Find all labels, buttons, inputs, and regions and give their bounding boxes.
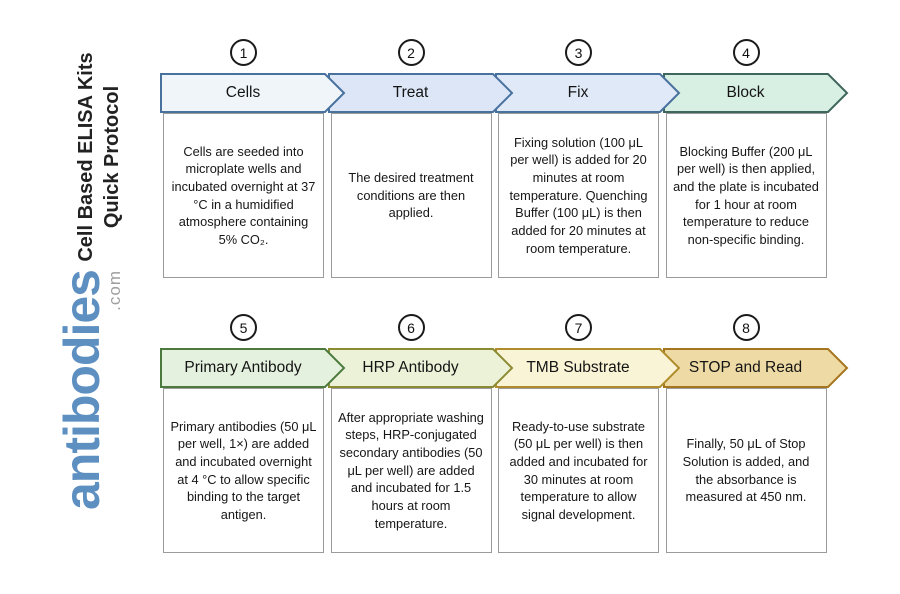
step-header-arrow: Block (662, 73, 849, 113)
step-description-box: Cells are seeded into microplate wells a… (163, 113, 324, 278)
step-number-badge: 3 (565, 39, 592, 66)
step-number: 2 (407, 44, 415, 61)
step-description-box: Finally, 50 μL of Stop Solution is added… (665, 388, 827, 553)
step-number: 1 (239, 44, 248, 61)
step-description-box: The desired treatment conditions are the… (330, 113, 492, 278)
step-number: 3 (574, 44, 583, 61)
protocol-step: 1 Cells Cells are seeded into microplate… (160, 39, 346, 279)
step-header-arrow: Cells (160, 73, 346, 113)
protocol-step: 3 Fix Fixing solution (100 μL per well) … (495, 39, 681, 279)
step-label: STOP and Read (688, 359, 803, 376)
step-header-arrow: Fix (495, 73, 681, 113)
step-header-arrow: STOP and Read (662, 348, 849, 388)
step-header-arrow: HRP Antibody (327, 348, 514, 388)
step-number-badge: 6 (397, 314, 425, 341)
arrow-shape-icon (160, 73, 346, 113)
step-description: Primary antibodies (50 μL per well, 1×) … (170, 418, 317, 522)
step-number-badge: 4 (732, 39, 760, 66)
step-number-badge: 7 (565, 314, 592, 341)
page-title-line1: Cell Based ELISA Kits (75, 52, 97, 262)
protocol-step: 6 HRP Antibody After appropriate washing… (327, 314, 514, 554)
step-number: 7 (574, 319, 583, 336)
step-description: Blocking Buffer (200 μL per well) is the… (673, 143, 819, 247)
protocol-step: 7 TMB Substrate Ready-to-use substrate (… (495, 314, 681, 554)
step-number-badge: 5 (230, 314, 257, 341)
logo-wordmark: antibodies (54, 270, 110, 511)
step-label: Fix (567, 84, 589, 101)
step-number: 5 (239, 319, 248, 336)
page-title-line2: Quick Protocol (101, 85, 123, 229)
protocol-step: 5 Primary Antibody Primary antibodies (5… (160, 314, 346, 554)
step-header-arrow: TMB Substrate (495, 348, 681, 388)
step-label: Block (726, 84, 765, 101)
step-description: After appropriate washing steps, HRP-con… (338, 409, 484, 531)
step-header-arrow: Treat (327, 73, 514, 113)
step-description-box: Primary antibodies (50 μL per well, 1×) … (163, 388, 324, 553)
arrow-shape-icon (160, 348, 346, 388)
step-number: 8 (742, 319, 750, 336)
protocol-step: 2 Treat The desired treatment conditions… (327, 39, 514, 279)
step-description-box: After appropriate washing steps, HRP-con… (330, 388, 492, 553)
step-description: Fixing solution (100 μL per well) is add… (509, 134, 648, 256)
step-label: Primary Antibody (184, 359, 302, 376)
step-description: Cells are seeded into microplate wells a… (171, 143, 316, 247)
step-label: TMB Substrate (526, 359, 630, 376)
protocol-step: 8 STOP and Read Finally, 50 μL of Stop S… (662, 314, 849, 554)
step-description: The desired treatment conditions are the… (348, 170, 474, 221)
antibodies-logo: antibodies .com (54, 270, 126, 570)
step-number-badge: 8 (732, 314, 760, 341)
step-label: HRP Antibody (362, 359, 459, 376)
page-title: Cell Based ELISA Kits Quick Protocol (73, 22, 127, 292)
step-label: Cells (225, 84, 261, 101)
step-header-arrow: Primary Antibody (160, 348, 346, 388)
step-description: Finally, 50 μL of Stop Solution is added… (682, 436, 810, 505)
step-description-box: Fixing solution (100 μL per well) is add… (498, 113, 659, 278)
step-number-badge: 2 (397, 39, 425, 66)
step-description-box: Blocking Buffer (200 μL per well) is the… (665, 113, 827, 278)
step-description: Ready-to-use substrate (50 μL per well) … (509, 418, 648, 522)
step-number: 6 (407, 319, 415, 336)
step-description-box: Ready-to-use substrate (50 μL per well) … (498, 388, 659, 553)
step-number-badge: 1 (230, 39, 257, 66)
step-number: 4 (742, 44, 750, 61)
protocol-step: 4 Block Blocking Buffer (200 μL per well… (662, 39, 849, 279)
step-label: Treat (392, 84, 429, 101)
